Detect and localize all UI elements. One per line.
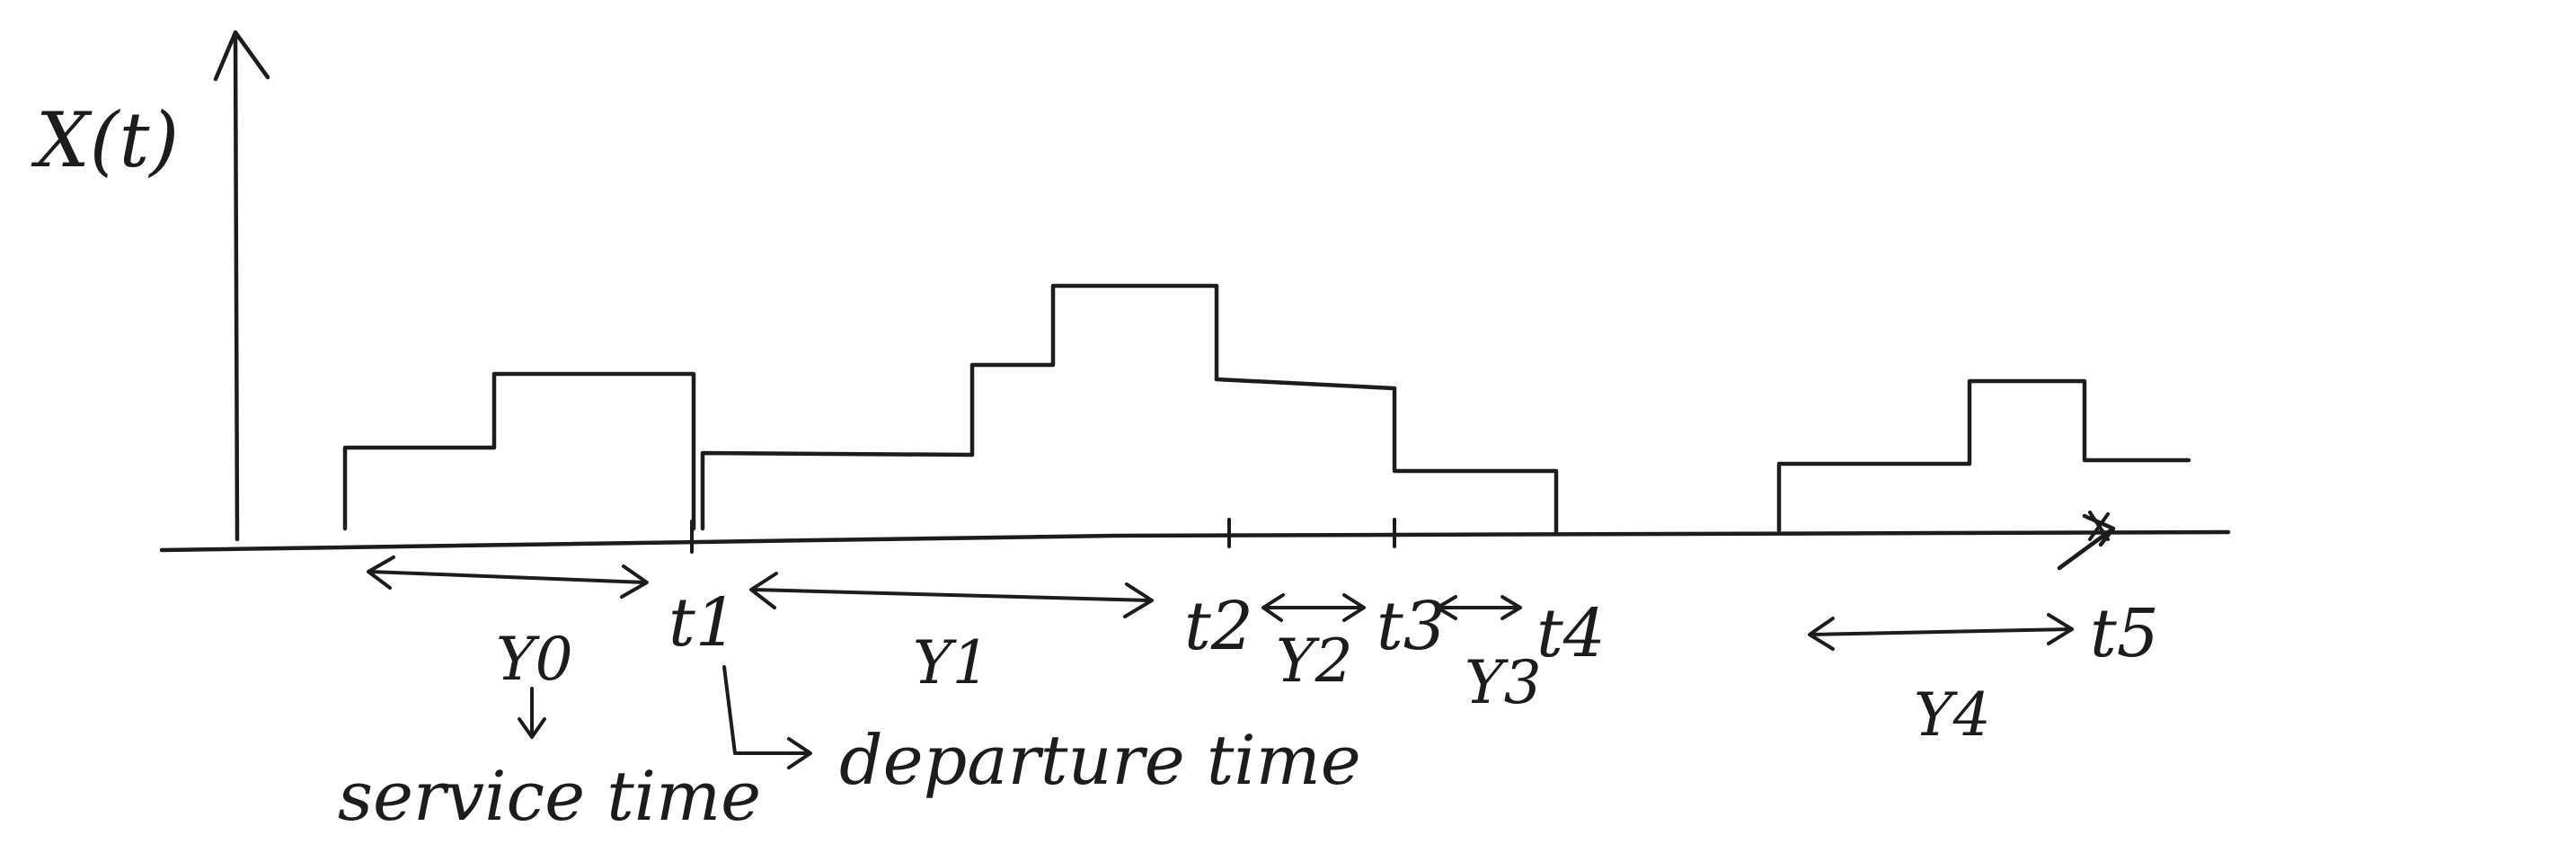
label-y3: Y3 — [1465, 648, 1542, 717]
interval-arrows — [367, 555, 2074, 651]
busy-period-2 — [1776, 378, 2191, 541]
label-t3: t3 — [1377, 588, 1446, 665]
label-t2: t2 — [1184, 588, 1253, 665]
interval-labels: Y0 Y1 Y2 Y3 Y4 — [496, 625, 1991, 750]
arrow-y3 — [1436, 595, 1522, 620]
arrow-y2 — [1261, 593, 1366, 622]
annotations: service time departure time — [338, 665, 1361, 836]
service-time-pointer-arrow — [518, 687, 546, 739]
time-labels: t1 t2 t3 t4 t5 — [668, 584, 2159, 672]
label-y4: Y4 — [1914, 680, 1991, 750]
label-y0: Y0 — [496, 625, 573, 694]
busy-period-1 — [342, 283, 1559, 554]
arrow-y1 — [749, 572, 1154, 618]
y-axis — [233, 33, 240, 542]
service-time-label: service time — [338, 756, 761, 836]
departure-time-pointer-arrow — [722, 665, 812, 769]
step-curve-busy-period-2 — [1776, 378, 2191, 533]
label-t4: t4 — [1536, 595, 1606, 672]
step-curve-busy-period-1 — [342, 283, 1559, 537]
departure-time-label: departure time — [839, 720, 1361, 800]
arrow-y0 — [367, 555, 649, 599]
label-y2: Y2 — [1276, 626, 1353, 696]
label-t1: t1 — [668, 584, 738, 662]
y-axis-label: X(t) — [31, 96, 179, 184]
arrow-y4 — [1808, 613, 2074, 651]
y-axis-arrowhead — [213, 30, 270, 82]
x-axis-arrowhead — [2057, 513, 2116, 571]
tick-t5 — [2088, 511, 2110, 541]
axes — [159, 30, 2231, 571]
x-axis — [159, 529, 2231, 553]
label-t5: t5 — [2090, 595, 2159, 672]
label-y1: Y1 — [913, 628, 990, 698]
